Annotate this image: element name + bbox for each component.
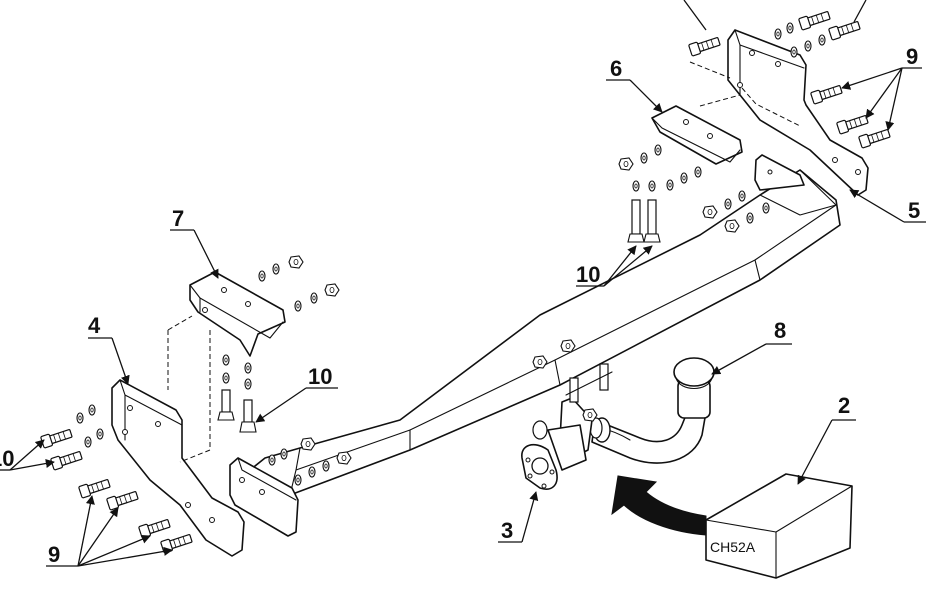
- callout-9-left: 9: [48, 542, 60, 567]
- right-upper-bracket: [651, 105, 743, 165]
- callout-2: 2: [838, 393, 850, 418]
- bracket6-fasteners: [618, 144, 702, 243]
- callout-10-right: 10: [576, 262, 600, 287]
- electrical-socket-plate: [521, 420, 587, 490]
- bracket7-fasteners: [217, 255, 340, 433]
- callout-7: 7: [172, 206, 184, 231]
- callout-10-left: 10: [0, 446, 14, 471]
- insertion-arrow: [611, 475, 707, 536]
- callout-3: 3: [501, 518, 513, 543]
- tow-bar-crossbeam: [249, 169, 841, 496]
- callout-5: 5: [908, 198, 920, 223]
- callout-8: 8: [774, 318, 786, 343]
- tow-ball-assembly: [589, 357, 715, 464]
- left-mount-flange: [229, 457, 299, 537]
- callout-6: 6: [610, 56, 622, 81]
- callout-9-right: 9: [906, 44, 918, 69]
- callout-numbers: 2 3 4 5 6 7 8 9 9 10 10 10 1: [0, 0, 920, 567]
- right-side-bracket: [727, 29, 869, 196]
- left-upper-bracket: [189, 271, 286, 357]
- right-mount-flange: [754, 154, 805, 191]
- callout-1: 1: [674, 0, 686, 1]
- box-label: CH52A: [710, 539, 756, 555]
- callout-leaders: [0, 0, 926, 567]
- left-side-bracket: [111, 379, 245, 557]
- alignment-lines: [167, 61, 801, 463]
- callout-4: 4: [88, 313, 101, 338]
- product-box: CH52A: [705, 473, 853, 579]
- callout-10-middle: 10: [308, 364, 332, 389]
